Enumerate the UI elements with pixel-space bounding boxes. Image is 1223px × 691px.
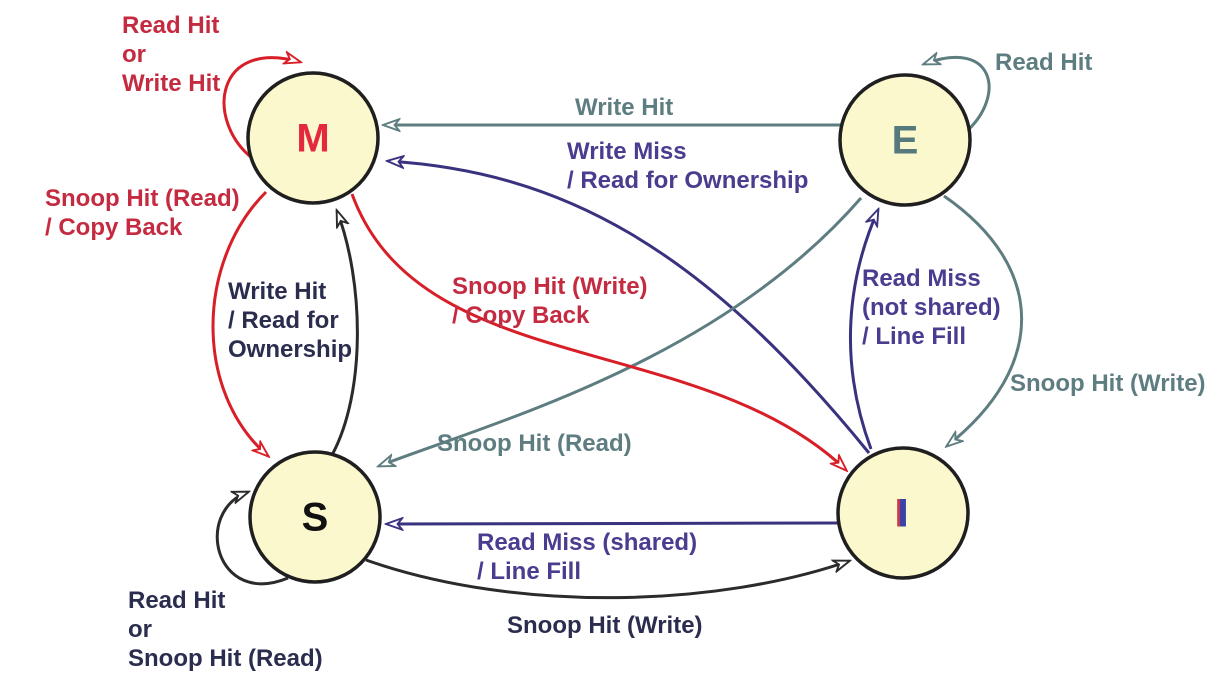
state-label-e: E (891, 118, 919, 163)
label-s-to-i: Snoop Hit (Write) (507, 612, 703, 639)
state-label-i: I (897, 491, 909, 536)
label-m-to-i: Snoop Hit (Write) / Copy Back (452, 273, 648, 329)
label-i-to-s: Read Miss (shared) / Line Fill (477, 529, 698, 585)
label-i-to-e: Read Miss (not shared) / Line Fill (862, 265, 1001, 350)
state-node-e (838, 73, 972, 207)
self-loop-s (215, 490, 289, 586)
arrow-e-to-i (943, 194, 1023, 446)
label-e-self: Read Hit (995, 49, 1093, 76)
label-s-self: Read Hit or Snoop Hit (Read) (128, 587, 323, 672)
state-node-i (836, 446, 970, 580)
arrow-m-to-i (350, 193, 846, 470)
arrow-i-to-s (387, 523, 839, 524)
state-label-s: S (301, 495, 329, 540)
label-m-to-s: Snoop Hit (Read) / Copy Back (45, 185, 240, 241)
label-m-self: Read Hit or Write Hit (122, 12, 221, 97)
arrow-e-to-s (379, 197, 863, 468)
self-loop-e (924, 57, 991, 132)
label-e-to-s: Snoop Hit (Read) (437, 430, 632, 457)
label-i-to-m: Write Miss / Read for Ownership (567, 138, 809, 194)
state-node-m (246, 71, 380, 205)
state-label-m: M (296, 116, 330, 161)
self-loop-m (222, 58, 300, 160)
arrow-m-to-s (211, 190, 268, 456)
arrow-i-to-e (848, 210, 878, 450)
label-s-to-m: Write Hit / Read for Ownership (228, 278, 353, 363)
state-node-s (248, 450, 382, 584)
label-e-to-i: Snoop Hit (Write) (1010, 370, 1206, 397)
label-e-to-m: Write Hit (575, 94, 674, 121)
arrow-i-to-m (388, 161, 871, 454)
arrow-s-to-i (365, 558, 849, 600)
arrow-s-to-m (330, 211, 359, 456)
